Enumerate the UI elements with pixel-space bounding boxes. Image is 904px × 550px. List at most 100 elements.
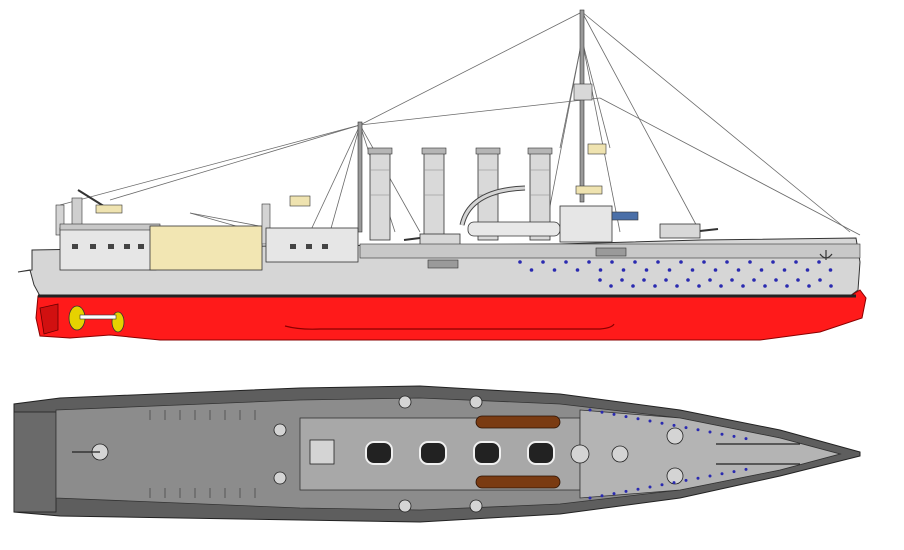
porthole bbox=[794, 260, 798, 264]
rivet bbox=[684, 426, 688, 430]
gun-mounts bbox=[91, 395, 684, 513]
rivet bbox=[672, 481, 676, 485]
foremast bbox=[573, 9, 607, 203]
porthole bbox=[725, 260, 729, 264]
porthole bbox=[759, 268, 764, 272]
rivet bbox=[684, 478, 688, 482]
rivet bbox=[732, 434, 736, 438]
porthole bbox=[598, 268, 603, 272]
porthole bbox=[741, 284, 745, 288]
porthole bbox=[644, 268, 649, 272]
porthole bbox=[653, 284, 657, 288]
rivet bbox=[636, 487, 640, 491]
side-profile-view bbox=[17, 9, 867, 341]
porthole bbox=[771, 260, 775, 264]
rivet bbox=[624, 415, 628, 419]
porthole bbox=[807, 284, 811, 288]
rivet bbox=[624, 489, 628, 493]
porthole bbox=[609, 284, 613, 288]
porthole bbox=[686, 278, 690, 282]
porthole bbox=[664, 278, 668, 282]
porthole bbox=[763, 284, 767, 288]
porthole bbox=[620, 278, 624, 282]
ship-boats bbox=[475, 415, 561, 489]
porthole bbox=[818, 278, 822, 282]
rivet bbox=[732, 470, 736, 474]
rivet bbox=[660, 421, 664, 425]
porthole bbox=[518, 260, 522, 264]
porthole bbox=[552, 268, 557, 272]
porthole bbox=[621, 268, 626, 272]
porthole bbox=[587, 260, 591, 264]
porthole bbox=[752, 278, 756, 282]
rivet bbox=[744, 467, 748, 471]
deck-planks bbox=[149, 410, 256, 498]
rivet bbox=[672, 423, 676, 427]
porthole bbox=[675, 284, 679, 288]
porthole bbox=[679, 260, 683, 264]
porthole bbox=[796, 278, 800, 282]
rivet bbox=[720, 432, 724, 436]
porthole bbox=[719, 284, 723, 288]
forecastle-deck bbox=[579, 409, 842, 499]
porthole bbox=[529, 268, 534, 272]
rivet bbox=[588, 408, 592, 412]
plan-top-view bbox=[13, 385, 861, 523]
rivet bbox=[600, 410, 604, 414]
rivet bbox=[648, 485, 652, 489]
rivet bbox=[612, 492, 616, 496]
porthole bbox=[642, 278, 646, 282]
rivet bbox=[588, 496, 592, 500]
rigging-lines bbox=[59, 11, 861, 236]
bow-rivets bbox=[588, 408, 748, 500]
funnels bbox=[367, 147, 553, 241]
rivet bbox=[600, 494, 604, 498]
porthole bbox=[702, 260, 706, 264]
porthole bbox=[541, 260, 545, 264]
rivet bbox=[636, 417, 640, 421]
rivet bbox=[612, 412, 616, 416]
funnel-tops bbox=[365, 441, 555, 465]
porthole bbox=[697, 284, 701, 288]
porthole bbox=[774, 278, 778, 282]
porthole bbox=[631, 284, 635, 288]
rivet bbox=[708, 430, 712, 434]
rivet bbox=[660, 483, 664, 487]
rivet bbox=[720, 472, 724, 476]
rivet bbox=[696, 476, 700, 480]
aft-superstructure bbox=[55, 203, 359, 271]
lower-hull bbox=[35, 289, 867, 341]
porthole bbox=[713, 268, 718, 272]
porthole bbox=[610, 260, 614, 264]
porthole bbox=[564, 260, 568, 264]
porthole bbox=[748, 260, 752, 264]
forward-superstructure bbox=[289, 195, 719, 247]
portholes bbox=[518, 260, 833, 288]
gun-barrels bbox=[72, 443, 800, 465]
porthole bbox=[690, 268, 695, 272]
aft-mast bbox=[71, 121, 363, 233]
porthole bbox=[667, 268, 672, 272]
porthole bbox=[598, 278, 602, 282]
porthole bbox=[817, 260, 821, 264]
porthole bbox=[656, 260, 660, 264]
porthole bbox=[805, 268, 810, 272]
porthole bbox=[730, 278, 734, 282]
porthole bbox=[829, 284, 833, 288]
porthole bbox=[736, 268, 741, 272]
rivet bbox=[708, 474, 712, 478]
porthole bbox=[785, 284, 789, 288]
anchor-icon bbox=[819, 250, 833, 260]
bilge-keel bbox=[284, 323, 615, 330]
porthole bbox=[633, 260, 637, 264]
boat-davit bbox=[459, 185, 561, 237]
rivet bbox=[696, 428, 700, 432]
rivet bbox=[744, 437, 748, 441]
porthole bbox=[708, 278, 712, 282]
stern-block bbox=[13, 411, 57, 513]
porthole bbox=[575, 268, 580, 272]
rivet bbox=[648, 419, 652, 423]
propellers bbox=[39, 303, 125, 335]
